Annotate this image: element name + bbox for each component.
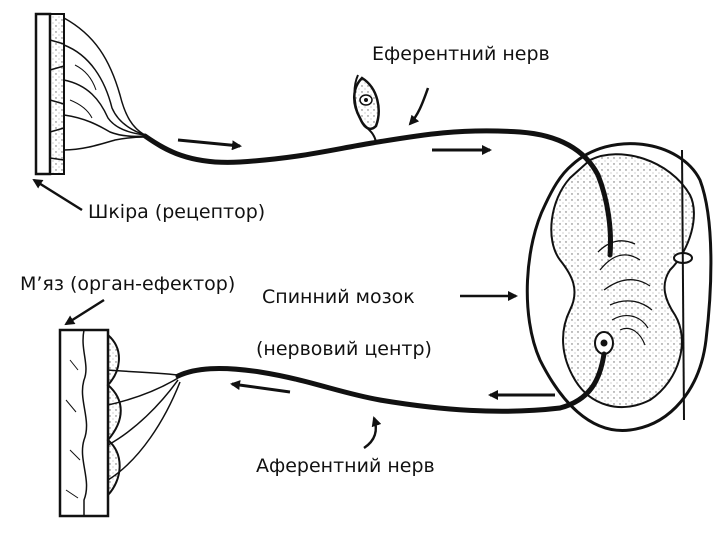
label-nerve-center: (нервовий центр) (256, 338, 432, 360)
lower-nerve-fiber (175, 351, 607, 414)
muscle-tissue (58, 328, 181, 518)
pointer-muscle (64, 298, 105, 326)
label-muscle-effector: М’яз (орган-ефектор) (20, 273, 235, 295)
label-spinal-cord: Спинний мозок (262, 286, 415, 308)
flow-arrow-upper-1 (177, 138, 242, 151)
pointer-afferent (363, 416, 382, 450)
label-efferent-nerve: Еферентний нерв (372, 43, 550, 65)
pointer-skin (32, 178, 83, 212)
spinal-ganglion (353, 74, 380, 143)
label-skin-receptor: Шкіра (рецептор) (88, 201, 265, 223)
upper-nerve-fiber (142, 128, 613, 258)
label-afferent-nerve: Аферентний нерв (256, 455, 435, 477)
spinal-cord-section (525, 142, 713, 432)
pointer-efferent (408, 87, 430, 126)
flow-arrow-lower-2 (230, 380, 291, 394)
skin-tissue (34, 12, 146, 176)
